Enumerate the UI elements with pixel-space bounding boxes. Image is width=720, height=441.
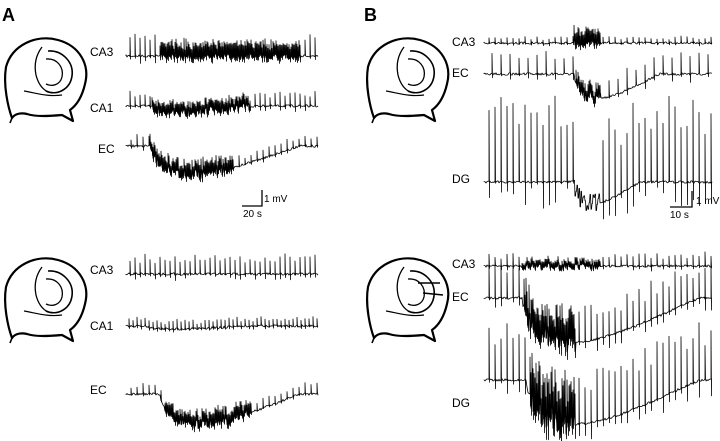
b-top-ec-trace: [483, 51, 712, 108]
a-top-ca1-label: CA1: [90, 101, 114, 115]
panel-a-letter: A: [2, 5, 15, 25]
b-scale-time-label: 10 s: [670, 210, 689, 221]
b-top-ec-label: EC: [452, 66, 469, 80]
b-scale-voltage-label: 1 mV: [696, 196, 720, 207]
a-bottom-ca1-label: CA1: [90, 319, 114, 333]
a-top-ca1-trace: [125, 90, 319, 119]
a-top-slice-icon: [3, 37, 88, 125]
a-top-ca3-trace: [125, 33, 319, 64]
b-bottom-dg-label: DG: [452, 396, 470, 410]
b-top-ca3-trace: [483, 24, 713, 51]
a-bottom-ca3-label: CA3: [90, 263, 114, 277]
panel-b-letter: B: [364, 5, 377, 25]
a-scale-voltage-label: 1 mV: [264, 194, 288, 205]
a-bottom-ec-trace: [125, 382, 319, 433]
b-bottom-ca3-label: CA3: [452, 257, 476, 271]
b-bottom-dg-trace: [483, 322, 713, 441]
b-bottom-ec-trace: [483, 261, 713, 360]
a-top-ca3-label: CA3: [90, 45, 114, 59]
a-scale-time-label: 20 s: [243, 209, 262, 220]
b-scale-bar: [670, 191, 693, 208]
recording-traces: [125, 24, 713, 441]
a-top-ec-trace: [125, 133, 319, 183]
a-bottom-ec-label: EC: [90, 383, 107, 397]
a-top-ec-label: EC: [98, 142, 115, 156]
a-scale-bar: [242, 190, 263, 207]
b-top-dg-label: DG: [452, 172, 470, 186]
b-bottom-ca3-trace: [483, 251, 713, 272]
a-bottom-slice-icon: [3, 257, 88, 345]
b-top-slice-icon: [365, 37, 450, 125]
b-top-dg-trace: [483, 95, 713, 220]
b-bottom-slice-icon: [365, 257, 450, 345]
b-bottom-ec-label: EC: [452, 290, 469, 304]
a-bottom-ca1-trace: [125, 316, 319, 333]
b-top-ca3-label: CA3: [452, 35, 476, 49]
a-bottom-ca3-trace: [125, 253, 319, 281]
